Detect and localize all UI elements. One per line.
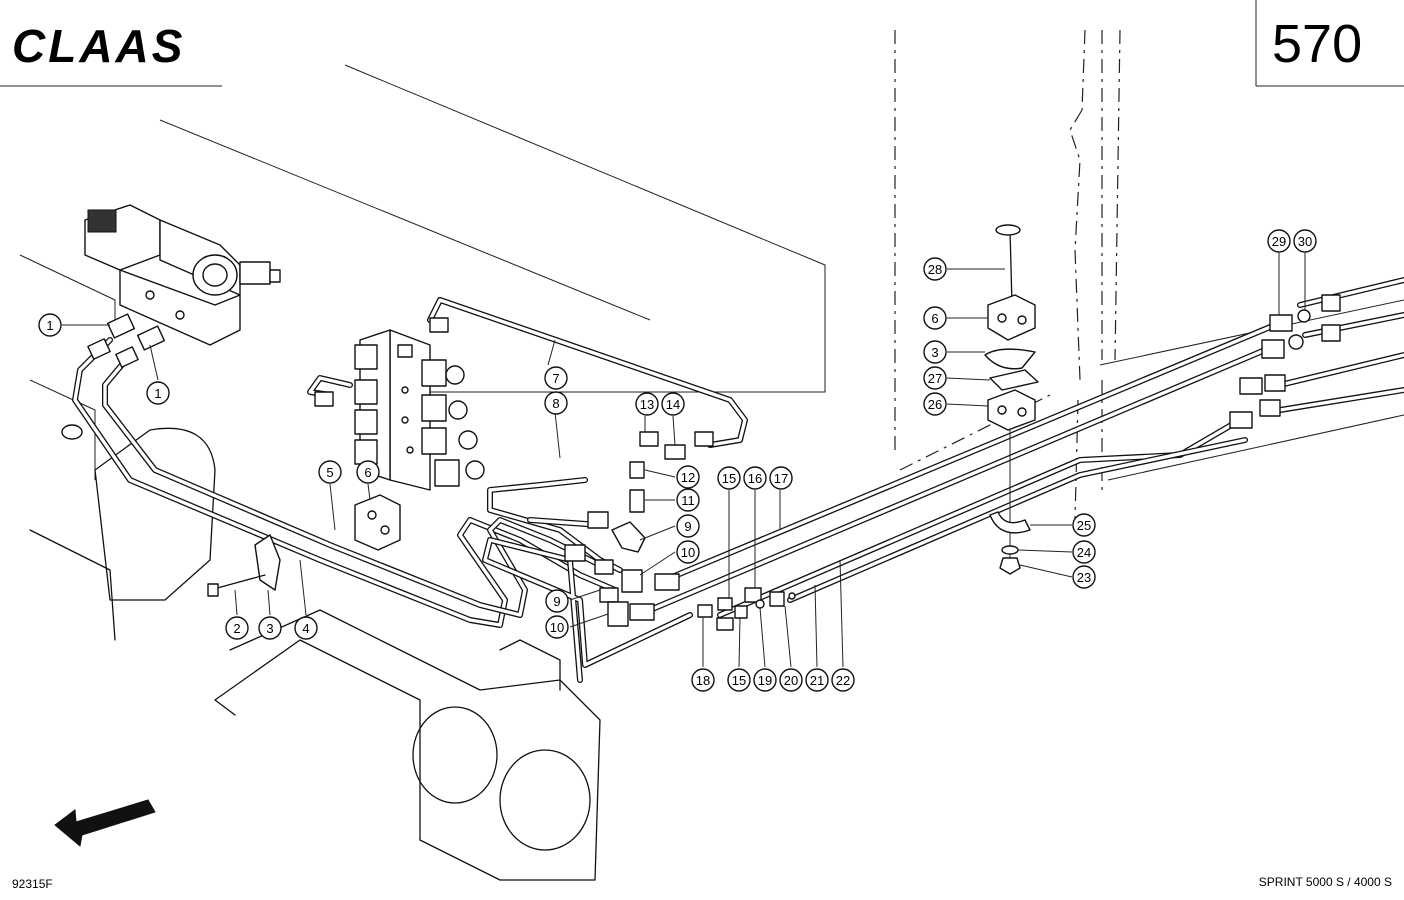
svg-text:1: 1 (46, 318, 53, 333)
callout-6-left: 6 (356, 460, 380, 484)
callout-7: 7 (544, 366, 568, 390)
callout-10-lower: 10 (545, 615, 569, 639)
callout-15-upper: 15 (717, 466, 741, 490)
svg-text:12: 12 (681, 470, 695, 485)
svg-text:20: 20 (784, 673, 798, 688)
svg-text:18: 18 (696, 673, 710, 688)
callout-14: 14 (661, 392, 685, 416)
svg-text:4: 4 (302, 621, 309, 636)
svg-text:5: 5 (326, 465, 333, 480)
callout-28: 28 (923, 257, 947, 281)
svg-text:13: 13 (640, 397, 654, 412)
svg-text:30: 30 (1298, 234, 1312, 249)
callout-12: 12 (676, 465, 700, 489)
callout-3-clamp: 3 (923, 340, 947, 364)
clamps (207, 224, 1039, 597)
svg-text:9: 9 (553, 594, 560, 609)
callout-26: 26 (923, 392, 947, 416)
svg-text:2: 2 (233, 621, 240, 636)
svg-text:1: 1 (154, 386, 161, 401)
callout-21: 21 (805, 668, 829, 692)
callout-3-bracket: 3 (258, 616, 282, 640)
callout-2: 2 (225, 616, 249, 640)
callout-1-lower: 1 (146, 381, 170, 405)
callout-19: 19 (753, 668, 777, 692)
callout-9-upper: 9 (676, 514, 700, 538)
svg-text:3: 3 (266, 621, 273, 636)
svg-text:7: 7 (552, 371, 559, 386)
svg-text:24: 24 (1077, 545, 1091, 560)
svg-text:21: 21 (810, 673, 824, 688)
callout-27: 27 (923, 366, 947, 390)
page-number: 570 (1272, 14, 1362, 74)
svg-text:8: 8 (552, 396, 559, 411)
svg-text:22: 22 (836, 673, 850, 688)
callout-23: 23 (1072, 565, 1096, 589)
callout-25: 25 (1072, 513, 1096, 537)
svg-text:29: 29 (1272, 234, 1286, 249)
svg-text:26: 26 (928, 397, 942, 412)
fittings (87, 294, 1341, 631)
svg-text:23: 23 (1077, 570, 1091, 585)
model-designation: SPRINT 5000 S / 4000 S (1259, 875, 1392, 889)
svg-text:9: 9 (684, 519, 691, 534)
svg-text:27: 27 (928, 371, 942, 386)
callout-30: 30 (1293, 229, 1317, 253)
callouts: 1 1 2 3 3 4 5 6 6 7 8 9 9 10 10 11 12 13… (38, 229, 1317, 692)
callout-22: 22 (831, 668, 855, 692)
svg-text:6: 6 (364, 465, 371, 480)
callout-10-upper: 10 (676, 540, 700, 564)
callout-13: 13 (635, 392, 659, 416)
callout-9-lower: 9 (545, 589, 569, 613)
svg-text:6: 6 (931, 311, 938, 326)
frame-dashed-lines (894, 29, 1404, 521)
callout-16: 16 (743, 466, 767, 490)
svg-text:16: 16 (748, 471, 762, 486)
callout-15-lower: 15 (727, 668, 751, 692)
svg-text:28: 28 (928, 262, 942, 277)
brand-logo: CLAAS (12, 20, 185, 72)
callout-1-left: 1 (38, 313, 62, 337)
svg-text:17: 17 (774, 471, 788, 486)
svg-text:11: 11 (681, 493, 695, 508)
callout-6-right: 6 (923, 306, 947, 330)
svg-text:3: 3 (931, 345, 938, 360)
callout-24: 24 (1072, 540, 1096, 564)
svg-text:15: 15 (732, 673, 746, 688)
callout-18: 18 (691, 668, 715, 692)
drawing-number: 92315F (12, 877, 53, 891)
valve-bank (354, 329, 485, 491)
svg-text:19: 19 (758, 673, 772, 688)
svg-text:14: 14 (666, 397, 680, 412)
callout-4: 4 (294, 616, 318, 640)
machine-outline (19, 64, 826, 881)
callout-8: 8 (544, 391, 568, 415)
callout-29: 29 (1267, 229, 1291, 253)
callout-17: 17 (769, 466, 793, 490)
arrow-icon (54, 799, 156, 847)
svg-text:25: 25 (1077, 518, 1091, 533)
svg-text:15: 15 (722, 471, 736, 486)
callout-20: 20 (779, 668, 803, 692)
callout-5: 5 (318, 460, 342, 484)
svg-text:10: 10 (550, 620, 564, 635)
callout-11: 11 (676, 488, 700, 512)
control-valve (84, 204, 281, 346)
leader-lines (62, 253, 1306, 668)
svg-text:10: 10 (681, 545, 695, 560)
